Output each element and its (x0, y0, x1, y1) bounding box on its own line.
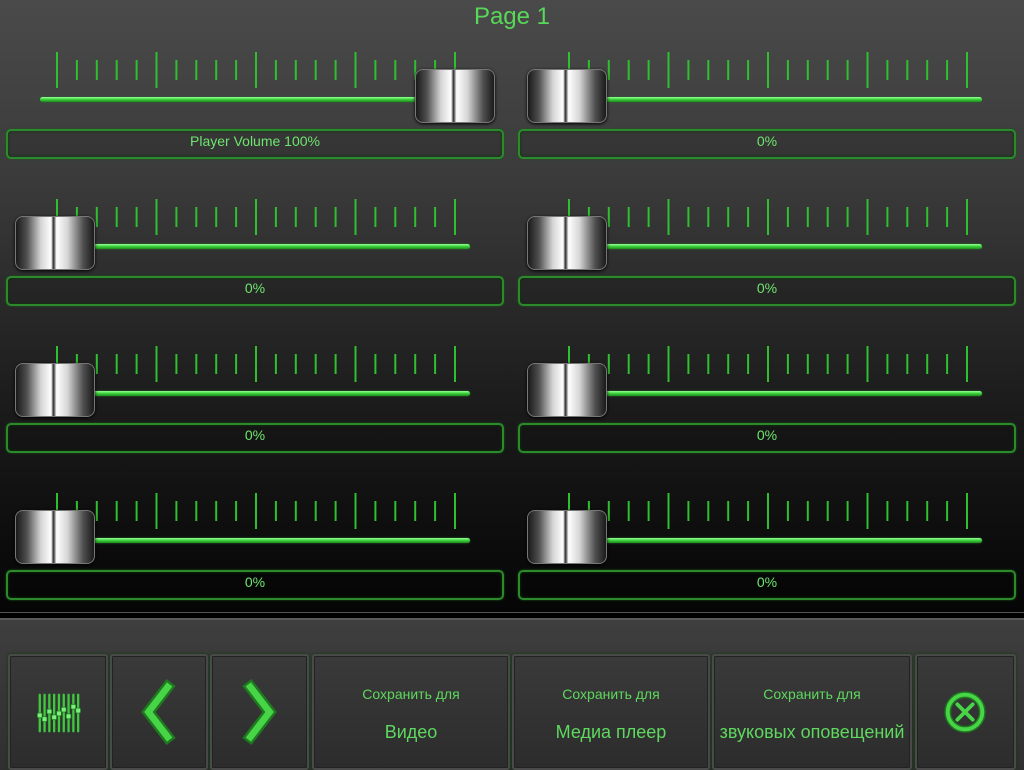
save-button-caption: Сохранить для (763, 686, 861, 702)
slider-channel-5: 0% (0, 346, 504, 496)
save-button-caption: Сохранить для (362, 686, 460, 702)
slider-ticks (568, 493, 968, 529)
slider-ticks (56, 493, 456, 529)
slider-track[interactable] (55, 244, 470, 249)
slider-value-label: Player Volume 100% (6, 129, 504, 159)
slider-thumb[interactable] (527, 69, 607, 123)
close-circle-icon (944, 691, 986, 733)
save-button-target: Медиа плеер (555, 722, 667, 742)
slider-thumb[interactable] (15, 216, 95, 270)
next-page-button[interactable] (210, 654, 309, 770)
slider-channel-3: 0% (0, 199, 504, 349)
slider-thumb[interactable] (527, 510, 607, 564)
slider-channel-6: 0% (512, 346, 1016, 496)
slider-thumb[interactable] (415, 69, 495, 123)
save-button-caption: Сохранить для (562, 686, 660, 702)
slider-value-label: 0% (6, 276, 504, 306)
mixer-button[interactable] (8, 654, 108, 770)
slider-ticks (568, 346, 968, 382)
save-for-media-player-button[interactable]: Сохранить для Медиа плеер (512, 654, 710, 770)
equalizer-icon (36, 693, 81, 733)
slider-channel-7: 0% (0, 493, 504, 643)
slider-ticks (56, 52, 456, 88)
slider-value-label: 0% (6, 423, 504, 453)
slider-thumb[interactable] (527, 216, 607, 270)
slider-channel-4: 0% (512, 199, 1016, 349)
slider-channel-8: 0% (512, 493, 1016, 643)
slider-thumb[interactable] (527, 363, 607, 417)
slider-thumb[interactable] (15, 363, 95, 417)
save-for-video-button[interactable]: Сохранить для Видео (312, 654, 510, 770)
chevron-right-icon (242, 678, 277, 746)
slider-track[interactable] (567, 538, 982, 543)
close-button[interactable] (915, 654, 1016, 770)
slider-channel-2: 0% (512, 52, 1016, 202)
slider-value-label: 0% (518, 276, 1016, 306)
slider-value-label: 0% (6, 570, 504, 600)
slider-track[interactable] (55, 391, 470, 396)
slider-channel-1: Player Volume 100% (0, 52, 504, 202)
slider-value-label: 0% (518, 570, 1016, 600)
slider-track[interactable] (567, 244, 982, 249)
save-for-sound-alerts-button[interactable]: Сохранить для звуковых оповещений (712, 654, 912, 770)
slider-thumb[interactable] (15, 510, 95, 564)
slider-ticks (56, 346, 456, 382)
bottom-toolbar: Сохранить для Видео Сохранить для Медиа … (0, 618, 1024, 770)
slider-ticks (56, 199, 456, 235)
save-button-target: звуковых оповещений (719, 722, 905, 742)
mixer-panel: Page 1 Player Volume 100% 0% 0% 0% 0% 0% (0, 0, 1024, 613)
slider-value-label: 0% (518, 129, 1016, 159)
slider-value-label: 0% (518, 423, 1016, 453)
page-title: Page 1 (473, 3, 551, 30)
slider-track[interactable] (567, 97, 982, 102)
chevron-left-icon (141, 678, 176, 746)
slider-track[interactable] (55, 538, 470, 543)
slider-track[interactable] (567, 391, 982, 396)
previous-page-button[interactable] (110, 654, 208, 770)
save-button-target: Видео (384, 722, 438, 742)
slider-track[interactable] (40, 97, 485, 102)
